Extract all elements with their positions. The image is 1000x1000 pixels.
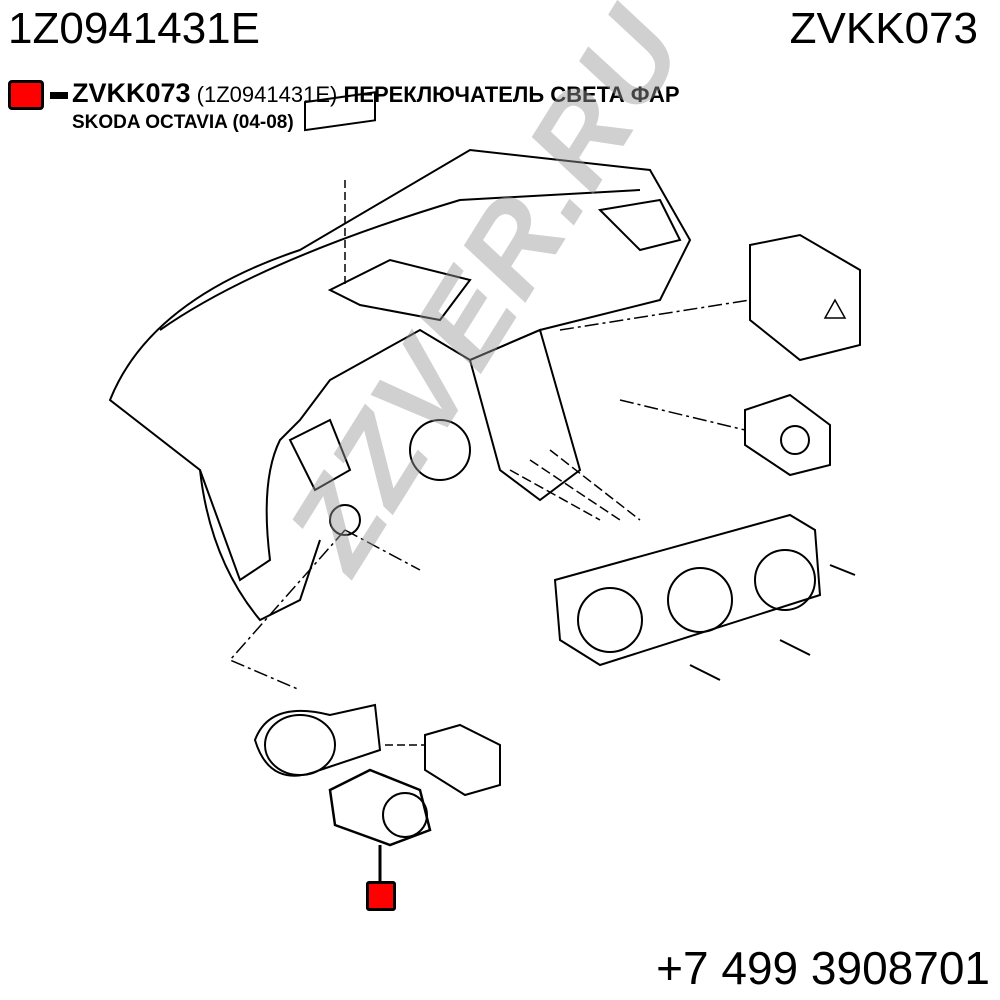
center-console	[468, 328, 582, 502]
display-hood	[327, 258, 472, 322]
light-switch-knob	[382, 792, 428, 838]
climate-knob	[577, 587, 643, 653]
leader-line	[619, 399, 746, 431]
leader-line	[509, 449, 641, 521]
red-marker-icon	[8, 80, 44, 110]
instrument-gauge	[409, 419, 471, 481]
climate-knob	[667, 567, 733, 633]
leader-line	[228, 529, 421, 691]
legend-vehicle: SKODA OCTAVIA (04-08)	[72, 112, 294, 133]
red-marker-icon	[366, 881, 396, 911]
socket-circle	[780, 425, 810, 455]
screw	[689, 664, 721, 681]
dashboard-top-line	[159, 189, 641, 331]
vent-left	[288, 418, 352, 492]
hazard-switch	[749, 233, 861, 362]
sensor-part	[304, 91, 376, 132]
legend: ZVKK073 (1Z0941431E) ПЕРЕКЛЮЧАТЕЛЬ СВЕТА…	[8, 80, 680, 136]
dashboard-outline	[108, 148, 692, 582]
part-number: 1Z0941431E	[8, 4, 260, 53]
dashboard-lower	[199, 469, 321, 622]
hazard-triangle-icon	[823, 298, 847, 319]
screw	[779, 639, 811, 656]
phone-number: +7 499 3908701	[656, 942, 990, 994]
legend-text: ZVKK073 (1Z0941431E) ПЕРЕКЛЮЧАТЕЛЬ СВЕТА…	[72, 80, 680, 136]
legend-code: ZVKK073	[72, 78, 191, 108]
leader-line	[559, 299, 751, 331]
product-code: ZVKK073	[789, 4, 978, 53]
bezel-ring	[264, 714, 336, 776]
vent-right	[597, 198, 682, 252]
legend-oem: (1Z0941431E)	[196, 82, 338, 107]
climate-knob	[754, 549, 816, 611]
screw	[829, 564, 856, 576]
connector-part	[424, 723, 501, 797]
light-switch	[328, 768, 432, 847]
legend-title: ПЕРЕКЛЮЧАТЕЛЬ СВЕТА ФАР	[343, 82, 680, 107]
switch-bezel	[253, 703, 382, 777]
light-switch-opening	[329, 504, 361, 536]
socket-part	[744, 393, 831, 477]
climate-control-panel	[553, 513, 822, 667]
dash-icon	[50, 92, 68, 99]
